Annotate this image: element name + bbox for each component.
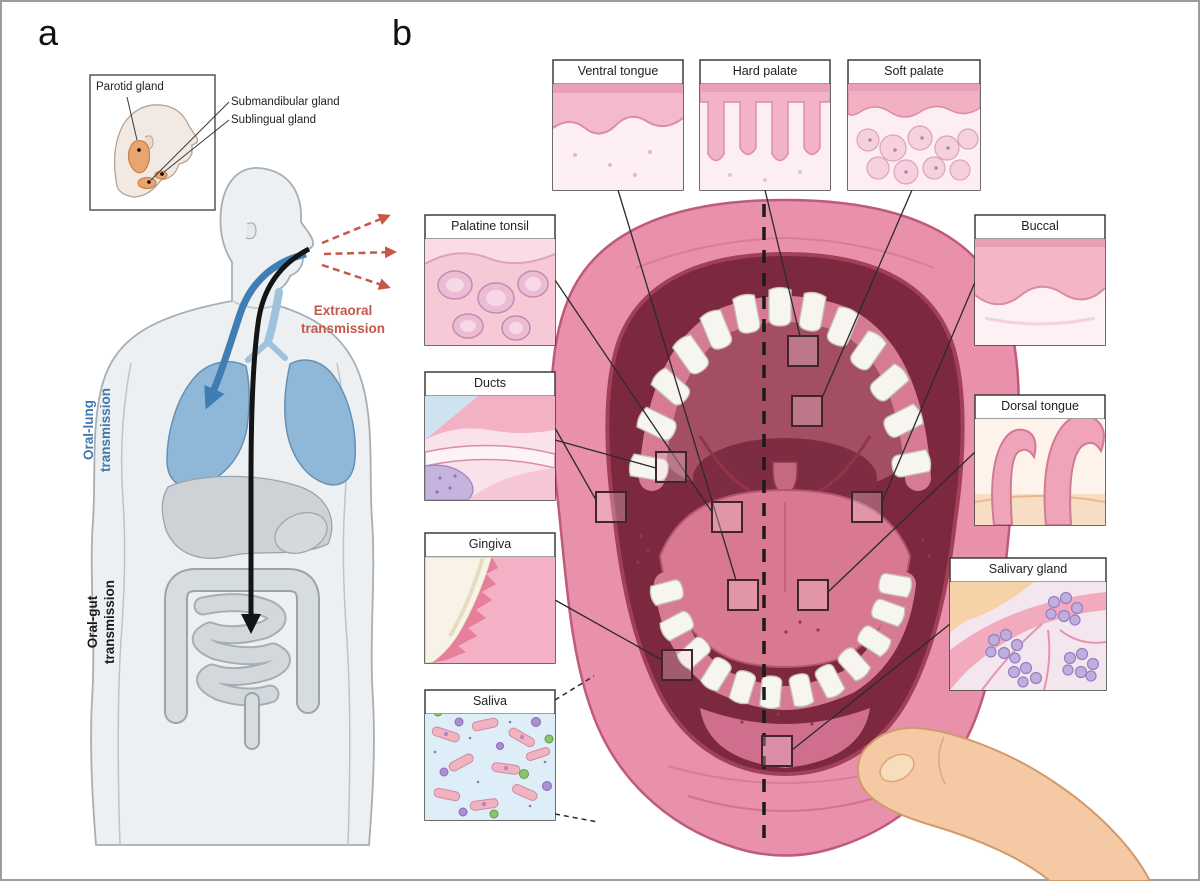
extraoral-arrows — [321, 213, 397, 290]
inset-head — [113, 104, 199, 198]
sublingual-gland-label: Sublingual gland — [231, 114, 317, 126]
inset-art-buccal — [975, 239, 1105, 345]
inset-art-ducts — [425, 396, 555, 500]
submandibular-gland-shape — [137, 176, 157, 190]
inset-label-salivary-gland: Salivary gland — [988, 562, 1068, 576]
submandibular-gland-label: Submandibular gland — [231, 96, 340, 108]
mouth-illustration — [550, 198, 1152, 881]
panel-a-artwork — [89, 74, 397, 846]
ear — [245, 222, 257, 240]
sample-left-arch — [655, 451, 687, 483]
intestines — [164, 568, 320, 750]
parotid-gland-shape — [127, 140, 151, 174]
sample-hard-palate — [787, 335, 819, 367]
parotid-gland-label: Parotid gland — [96, 81, 164, 93]
inset-label-palatine-tonsil: Palatine tonsil — [451, 219, 529, 233]
inset-art-soft-palate — [848, 84, 980, 190]
inset-label-dorsal-tongue: Dorsal tongue — [1001, 399, 1079, 413]
sample-gingiva — [661, 649, 693, 681]
oral-lung-arrow — [204, 250, 307, 410]
sample-tongue-left — [727, 579, 759, 611]
sample-tonsil — [711, 501, 743, 533]
oral-gut-arrow — [241, 246, 311, 634]
panel-letter-b: b — [392, 12, 413, 53]
inset-art-palatine-tonsil — [425, 239, 555, 345]
inset-label-gingiva: Gingiva — [468, 537, 512, 551]
inset-art-hard-palate — [700, 84, 830, 190]
inset-art-saliva — [425, 714, 555, 820]
inset-art-salivary-gland — [950, 582, 1106, 690]
sample-lip — [761, 735, 793, 767]
sample-soft-palate — [791, 395, 823, 427]
inset-label-soft-palate: Soft palate — [884, 64, 944, 78]
sample-left-duct — [595, 491, 627, 523]
saliva-connectors — [554, 675, 599, 823]
inset-label-ducts: Ducts — [474, 376, 506, 390]
inset-label-saliva: Saliva — [472, 694, 508, 708]
stomach — [274, 512, 328, 554]
sample-sites — [595, 335, 883, 767]
inset-art-gingiva — [425, 557, 555, 663]
panel-letter-a: a — [38, 12, 59, 53]
oral-gut-transmission-label: Oral-gut transmission — [85, 579, 117, 665]
sample-tongue-right — [797, 579, 829, 611]
extraoral-transmission-label: Extraoral transmission — [300, 303, 386, 336]
salivary-glands-inset — [89, 74, 230, 211]
fingernail — [879, 753, 915, 783]
inset-label-ventral-tongue: Ventral tongue — [577, 64, 659, 78]
inset-art-ventral-tongue — [553, 84, 683, 190]
inset-label-hard-palate: Hard palate — [732, 64, 798, 78]
lung-right — [284, 359, 357, 486]
oral-lung-transmission-label: Oral-lung transmission — [81, 387, 113, 473]
lung-left — [166, 360, 250, 488]
sample-right-buccal — [851, 491, 883, 523]
finger — [856, 726, 1152, 881]
inset-art-dorsal-tongue — [975, 419, 1105, 525]
mucosa-speckles — [636, 534, 931, 726]
inset-label-buccal: Buccal — [1021, 219, 1059, 233]
